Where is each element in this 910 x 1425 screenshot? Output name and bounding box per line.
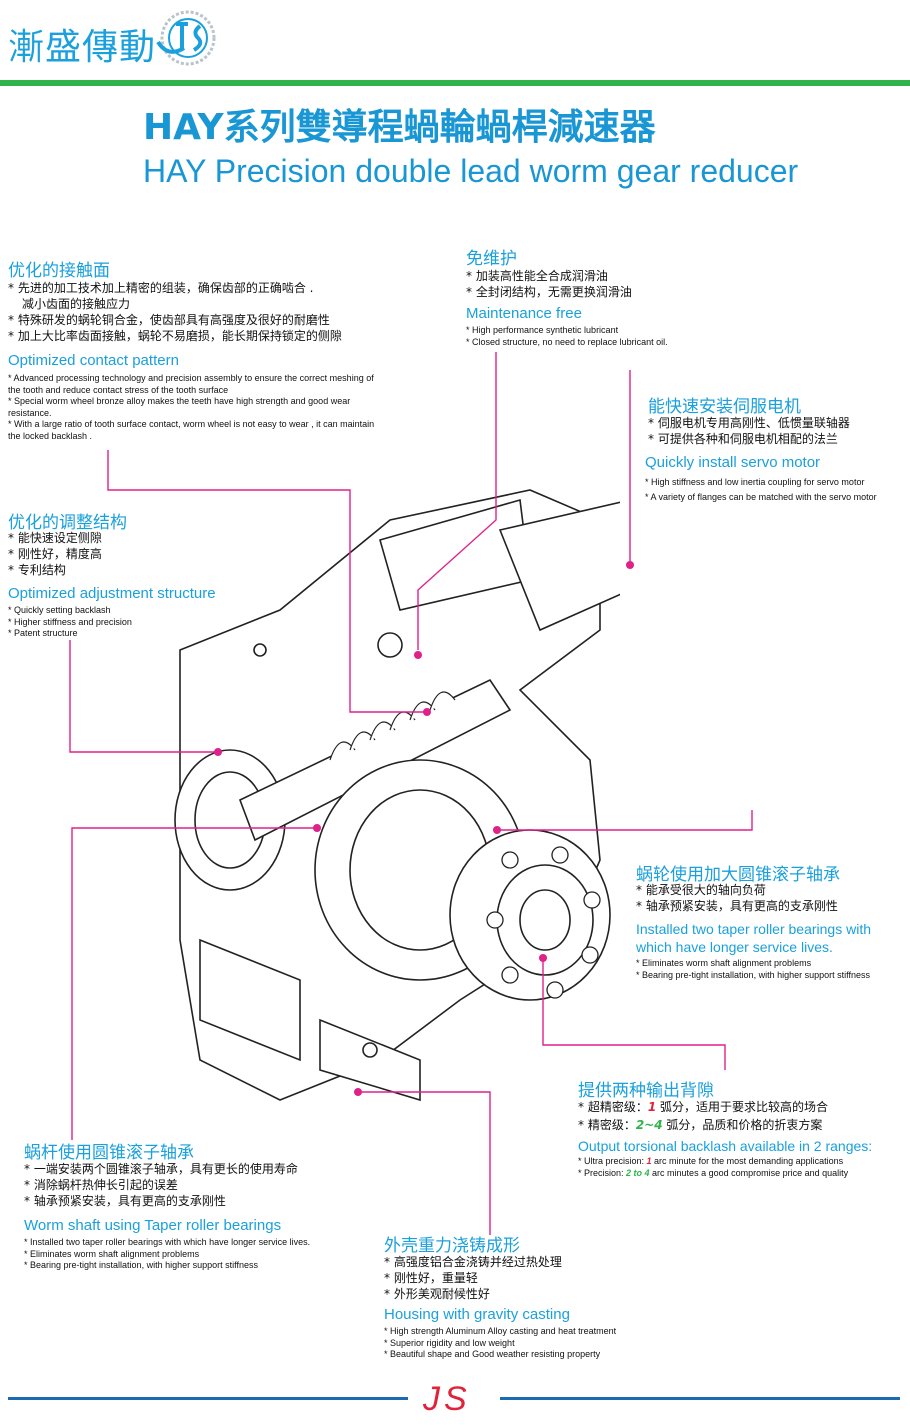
wheel-bearing-title-en-2: which have longer service lives. [636, 939, 833, 955]
casting-en-line: * Beautiful shape and Good weather resis… [384, 1349, 601, 1359]
page-title-cn: HAY系列雙導程蝸輪蝸桿減速器 [143, 107, 656, 148]
page-title-en: HAY Precision double lead worm gear redu… [143, 153, 799, 189]
contact-cn-line: * 加上大比率齿面接触，蜗轮不易磨损，能长期保持锁定的侧隙 [8, 329, 342, 343]
maintenance-en-line: * Closed structure, no need to replace l… [466, 336, 668, 347]
backlash-en-2-pre: * Precision: [578, 1167, 627, 1178]
worm-bearing-cn-line: * 轴承预紧安装，具有更高的支承刚性 [24, 1194, 226, 1208]
contact-title-en: Optimized contact pattern [8, 352, 179, 369]
servo-en-line: * High stiffness and low inertia couplin… [645, 477, 865, 487]
worm-bearing-cn-line: * 一端安装两个圆锥滚子轴承，具有更长的使用寿命 [24, 1162, 298, 1176]
backlash-cn-1-post: 弧分，适用于要求比较高的场合 [656, 1100, 829, 1114]
backlash-en-2-value: 2 to 4 [626, 1167, 650, 1178]
casting-en-line: * High strength Aluminum Alloy casting a… [384, 1326, 617, 1336]
backlash-cn-2-post: 弧分，品质和价格的折衷方案 [662, 1118, 823, 1132]
worm-bearing-en-line: * Eliminates worm shaft alignment proble… [24, 1248, 200, 1259]
casting-cn-line: * 外形美观耐候性好 [384, 1287, 490, 1301]
backlash-cn-2-pre: * 精密级： [578, 1118, 636, 1132]
adjustment-title-en: Optimized adjustment structure [8, 585, 216, 602]
backlash-cn-1-pre: * 超精密级： [578, 1100, 648, 1114]
worm-bearing-cn-list: * 一端安装两个圆锥滚子轴承，具有更长的使用寿命 * 消除蜗杆热伸长引起的误差 … [24, 1161, 298, 1209]
casting-cn-list: * 高强度铝合金浇铸并经过热处理 * 刚性好，重量轻 * 外形美观耐候性好 [384, 1254, 562, 1302]
maintenance-en-line: * High performance synthetic lubricant [466, 325, 619, 335]
maintenance-cn-list: * 加装高性能全合成润滑油 * 全封闭结构，无需更换润滑油 [466, 268, 632, 300]
casting-cn-line: * 高强度铝合金浇铸并经过热处理 [384, 1255, 562, 1269]
servo-en-line: * A variety of flanges can be matched wi… [645, 492, 877, 502]
contact-en-line: * Advanced processing technology and pre… [8, 373, 374, 395]
adjustment-en-list: * Quickly setting backlash * Higher stif… [8, 605, 132, 640]
wheel-bearing-cn-line: * 能承受很大的轴向负荷 [636, 883, 766, 897]
adjustment-cn-line: * 刚性好，精度高 [8, 547, 102, 561]
adjustment-en-line: * Patent structure [8, 628, 78, 638]
wheel-bearing-en-line: * Eliminates worm shaft alignment proble… [636, 958, 812, 968]
backlash-en-list: * Ultra precision: 1 arc minute for the … [578, 1156, 848, 1179]
worm-bearing-en-list: * Installed two taper roller bearings wi… [24, 1237, 310, 1272]
backlash-title-en: Output torsional backlash available in 2… [578, 1138, 873, 1154]
worm-bearing-cn-line: * 消除蜗杆热伸长引起的误差 [24, 1178, 178, 1192]
backlash-cn-list: * 超精密级：1 弧分，适用于要求比较高的场合 * 精密级：2~4 弧分，品质和… [578, 1099, 828, 1133]
wheel-bearing-en-line: * Bearing pre-tight installation, with h… [636, 969, 870, 980]
maintenance-cn-line: * 加装高性能全合成润滑油 [466, 269, 608, 283]
contact-en-line: * With a large ratio of tooth surface co… [8, 419, 375, 441]
contact-cn-line: * 特殊研发的蜗轮铜合金，使齿部具有高强度及很好的耐磨性 [8, 313, 330, 327]
maintenance-title-cn: 免维护 [466, 249, 517, 269]
backlash-en-2-post: arc minutes a good compromise price and … [649, 1167, 849, 1178]
footer-rule-left [8, 1397, 408, 1400]
header-divider [0, 80, 910, 86]
backlash-en-line-1: * Ultra precision: 1 arc minute for the … [578, 1156, 848, 1168]
contact-title-cn: 优化的接触面 [8, 261, 110, 281]
backlash-title-cn: 提供两种输出背隙 [578, 1081, 714, 1101]
backlash-cn-1-value: 1 [647, 1100, 657, 1114]
company-logo-icon [156, 10, 216, 66]
backlash-en-line-2: * Precision: 2 to 4 arc minutes a good c… [578, 1168, 848, 1180]
backlash-en-1-post: arc minute for the most demanding applic… [651, 1156, 844, 1166]
backlash-cn-line-2: * 精密级：2~4 弧分，品质和价格的折衷方案 [578, 1117, 828, 1133]
wheel-bearing-title-cn: 蜗轮使用加大圆锥滚子轴承 [636, 865, 840, 885]
servo-cn-line: * 可提供各种和伺服电机相配的法兰 [648, 432, 838, 446]
worm-bearing-en-line: * Bearing pre-tight installation, with h… [24, 1260, 258, 1270]
backlash-cn-line-1: * 超精密级：1 弧分，适用于要求比较高的场合 [578, 1099, 828, 1115]
backlash-cn-2-value: 2~4 [635, 1118, 663, 1132]
casting-title-cn: 外壳重力浇铸成形 [384, 1236, 520, 1256]
wheel-bearing-cn-line: * 轴承预紧安装，具有更高的支承刚性 [636, 899, 838, 913]
adjustment-cn-list: * 能快速设定侧隙 * 刚性好，精度高 * 专利结构 [8, 530, 102, 578]
worm-bearing-title-en: Worm shaft using Taper roller bearings [24, 1217, 282, 1234]
backlash-en-1-pre: * Ultra precision: [578, 1156, 647, 1166]
casting-en-list: * High strength Aluminum Alloy casting a… [384, 1326, 616, 1361]
maintenance-title-en: Maintenance free [466, 305, 582, 322]
contact-cn-line: 减小齿面的接触应力 [22, 297, 131, 311]
gear-reducer-illustration [174, 489, 620, 1102]
servo-title-cn: 能快速安装伺服电机 [648, 397, 801, 417]
contact-cn-list: * 先进的加工技术加上精密的组装，确保齿部的正确啮合 . 减小齿面的接触应力 *… [8, 280, 342, 344]
brand-name: 漸盛傳動 [8, 27, 157, 68]
casting-cn-line: * 刚性好，重量轻 [384, 1271, 478, 1285]
casting-title-en: Housing with gravity casting [384, 1306, 570, 1323]
adjustment-cn-line: * 专利结构 [8, 563, 66, 577]
servo-title-en: Quickly install servo motor [645, 454, 821, 471]
footer-rule-right [500, 1397, 900, 1400]
adjustment-en-line: * Quickly setting backlash [8, 605, 111, 615]
contact-en-list: * Advanced processing technology and pre… [8, 373, 380, 442]
maintenance-en-list: * High performance synthetic lubricant *… [466, 325, 668, 348]
adjustment-cn-line: * 能快速设定侧隙 [8, 531, 102, 545]
wheel-bearing-cn-list: * 能承受很大的轴向负荷 * 轴承预紧安装，具有更高的支承刚性 [636, 882, 838, 914]
backlash-en-1-value: 1 [646, 1156, 652, 1166]
servo-en-list: * High stiffness and low inertia couplin… [645, 475, 877, 505]
servo-cn-list: * 伺服电机专用高刚性、低惯量联轴器 * 可提供各种和伺服电机相配的法兰 [648, 415, 850, 447]
wheel-bearing-title-en-1: Installed two taper roller bearings with [636, 921, 872, 937]
wheel-bearing-en-list: * Eliminates worm shaft alignment proble… [636, 958, 870, 981]
servo-cn-line: * 伺服电机专用高刚性、低惯量联轴器 [648, 416, 850, 430]
casting-en-line: * Superior rigidity and low weight [384, 1337, 515, 1348]
footer-logo: JS [423, 1380, 471, 1418]
contact-cn-line: * 先进的加工技术加上精密的组装，确保齿部的正确啮合 . [8, 281, 314, 295]
adjustment-title-cn: 优化的调整结构 [8, 513, 127, 533]
worm-bearing-en-line: * Installed two taper roller bearings wi… [24, 1237, 311, 1247]
adjustment-en-line: * Higher stiffness and precision [8, 616, 132, 627]
maintenance-cn-line: * 全封闭结构，无需更换润滑油 [466, 285, 632, 299]
worm-bearing-title-cn: 蜗杆使用圆锥滚子轴承 [24, 1143, 194, 1163]
contact-en-line: * Special worm wheel bronze alloy makes … [8, 396, 351, 418]
